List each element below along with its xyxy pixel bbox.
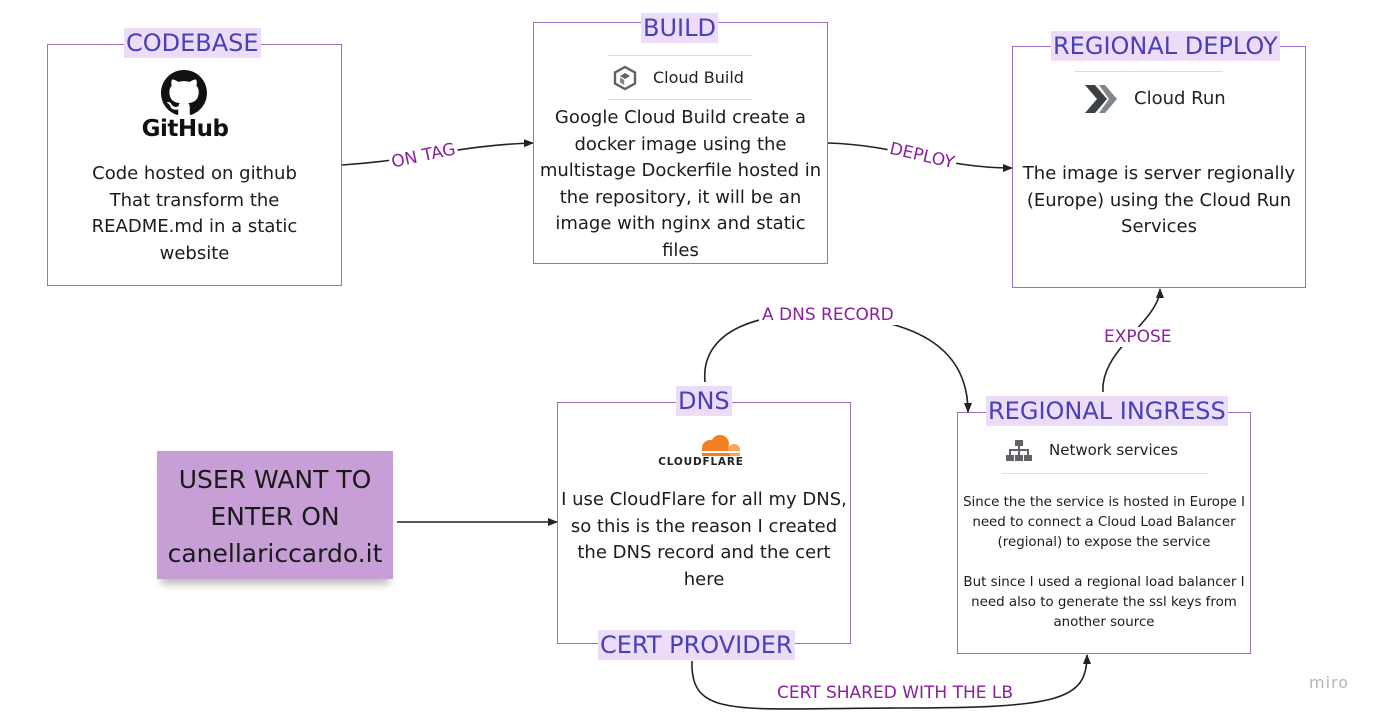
network-services-icon <box>1006 439 1032 463</box>
user-sticky-note[interactable]: USER WANT TO ENTER ON canellariccardo.it <box>157 451 393 579</box>
regional-ingress-box[interactable] <box>957 412 1251 654</box>
ingress-line: But since I used a regional load balance… <box>963 575 1245 590</box>
cloud-run-label: Cloud Run <box>1134 88 1226 109</box>
separator <box>1002 473 1208 474</box>
cloud-build-icon <box>612 65 638 91</box>
codebase-title: CODEBASE <box>124 28 261 58</box>
miro-watermark: miro <box>1309 673 1350 692</box>
separator <box>608 99 752 100</box>
build-line: image with nginx and static <box>555 213 806 235</box>
deploy-line: (Europe) using the Cloud Run <box>1026 189 1292 211</box>
deploy-line: Services <box>1121 216 1197 238</box>
build-line: docker image using the <box>574 133 787 155</box>
build-description: Google Cloud Build create a docker image… <box>533 105 828 265</box>
ingress-line: need to connect a Cloud Load Balancer <box>972 515 1236 530</box>
separator <box>608 55 752 56</box>
dns-line: I use CloudFlare for all my DNS, <box>561 489 847 510</box>
codebase-description: Code hosted on github That transform the… <box>47 161 342 267</box>
cert-provider-title: CERT PROVIDER <box>598 630 795 660</box>
deploy-description: The image is server regionally (Europe) … <box>1012 161 1306 241</box>
build-title: BUILD <box>641 13 718 43</box>
edge-a-dns-record <box>704 313 972 413</box>
dns-line: the DNS record and the cert <box>577 542 831 564</box>
codebase-line: README.md in a static <box>91 216 298 238</box>
codebase-line: Code hosted on github <box>92 163 297 184</box>
sticky-line: canellariccardo.it <box>167 539 383 568</box>
build-line: the repository, it will be an <box>559 186 802 208</box>
edge-label-expose: EXPOSE <box>1101 327 1175 347</box>
sticky-line: ENTER ON <box>210 502 340 531</box>
dns-description: I use CloudFlare for all my DNS, so this… <box>557 487 851 593</box>
edge-cert-shared <box>691 654 1091 710</box>
ingress-line: another source <box>1053 615 1155 630</box>
cloudflare-icon <box>690 435 746 457</box>
sticky-text: USER WANT TO ENTER ON canellariccardo.it <box>157 461 393 572</box>
dns-title: DNS <box>676 386 732 416</box>
ingress-line <box>957 553 1251 573</box>
ingress-line: (regional) to expose the service <box>997 535 1211 550</box>
edge-label-cert-shared: CERT SHARED WITH THE LB <box>774 683 1017 703</box>
cloud-build-label: Cloud Build <box>653 68 744 87</box>
codebase-box[interactable] <box>47 44 342 286</box>
github-octocat-icon <box>161 70 207 116</box>
edge-label-a-dns-record: A DNS RECORD <box>759 305 897 325</box>
build-box[interactable] <box>533 22 828 264</box>
separator <box>1075 71 1223 72</box>
network-services-label: Network services <box>1049 441 1178 459</box>
dns-box[interactable] <box>557 402 851 644</box>
ingress-line: need also to generate the ssl keys from <box>971 595 1237 610</box>
dns-line: so this is the reason I created <box>570 515 838 537</box>
deploy-line: The image is server regionally <box>1022 163 1296 184</box>
ingress-line: Since the the service is hosted in Europ… <box>963 495 1245 510</box>
cloud-run-icon <box>1083 82 1119 116</box>
build-line: Google Cloud Build create a <box>554 107 807 128</box>
github-logo-text: GitHub <box>141 116 229 142</box>
regional-deploy-box[interactable] <box>1012 46 1306 288</box>
regional-ingress-title: REGIONAL INGRESS <box>986 396 1228 426</box>
ingress-description: Since the the service is hosted in Europ… <box>957 493 1251 633</box>
codebase-line: That transform the <box>109 189 280 211</box>
dns-line: here <box>683 568 725 590</box>
codebase-line: website <box>159 242 230 264</box>
regional-deploy-title: REGIONAL DEPLOY <box>1051 31 1280 61</box>
build-line: files <box>662 239 699 261</box>
cloudflare-logo-text: CLOUDFLARE <box>658 456 744 468</box>
build-line: multistage Dockerfile hosted in <box>539 160 822 182</box>
sticky-line: USER WANT TO <box>178 465 372 494</box>
